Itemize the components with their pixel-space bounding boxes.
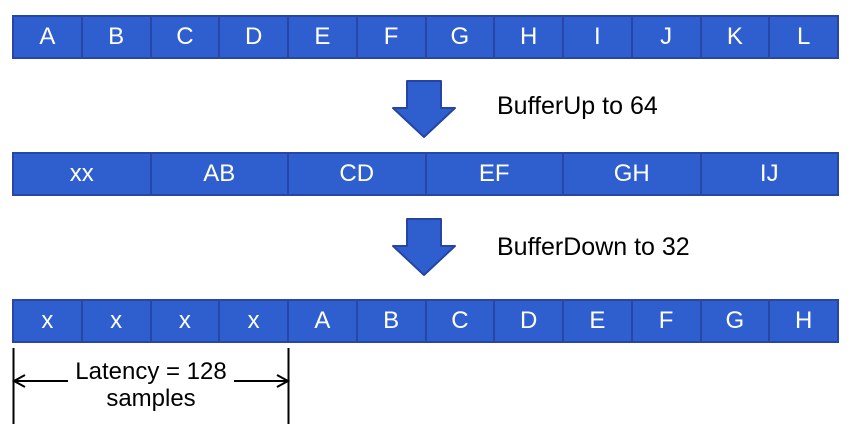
- buffer-cell: x: [83, 301, 152, 341]
- buffer-cell: K: [702, 17, 771, 57]
- latency-label-line1: Latency = 128: [75, 358, 227, 385]
- latency-label-line2: samples: [106, 385, 196, 412]
- latency-label: Latency = 128 samples: [50, 358, 252, 412]
- down-arrow-shape: [392, 218, 456, 276]
- down-arrow-icon: [392, 80, 456, 138]
- bufferdown-label: BufferDown to 32: [497, 233, 690, 261]
- buffer-row-input: A B C D E F G H I J K L: [12, 15, 839, 59]
- buffer-cell: CD: [289, 154, 427, 194]
- down-arrow-shape: [392, 80, 456, 138]
- buffer-cell: IJ: [759, 160, 779, 187]
- buffer-cell: B: [83, 17, 152, 57]
- buffer-row-down: x x x x A B C D E F G H: [12, 299, 839, 343]
- latency-measure-lines: [11, 348, 291, 424]
- buffer-cell: F: [633, 301, 702, 341]
- buffer-cell: x: [152, 301, 221, 341]
- buffer-cell: G: [427, 17, 496, 57]
- buffer-cell: F: [358, 17, 427, 57]
- buffer-cell: x: [220, 301, 289, 341]
- buffer-cell: H: [794, 307, 813, 334]
- buffer-cell: H: [495, 17, 564, 57]
- latency-arrowhead-right: [276, 374, 291, 388]
- buffer-cell: E: [564, 301, 633, 341]
- buffer-cell: D: [495, 301, 564, 341]
- buffer-cell: B: [358, 301, 427, 341]
- buffer-cell: J: [633, 17, 702, 57]
- buffer-cell: A: [289, 301, 358, 341]
- down-arrow-icon: [392, 218, 456, 276]
- buffer-cell: L: [796, 23, 811, 50]
- buffer-cell: C: [427, 301, 496, 341]
- buffer-cell: I: [564, 17, 633, 57]
- buffer-cell: D: [220, 17, 289, 57]
- bufferup-label: BufferUp to 64: [497, 92, 658, 120]
- buffer-cell: GH: [564, 154, 702, 194]
- buffer-cell: E: [289, 17, 358, 57]
- buffer-cell: C: [152, 17, 221, 57]
- buffer-cell: G: [702, 301, 771, 341]
- buffer-cell: AB: [152, 154, 289, 194]
- buffer-cell: xx: [14, 154, 152, 194]
- buffer-cell: EF: [427, 154, 564, 194]
- buffer-cell: x: [14, 301, 83, 341]
- latency-arrowhead-left: [11, 374, 26, 388]
- buffer-row-up: xx AB CD EF GH IJ: [12, 152, 839, 196]
- buffer-cell: A: [14, 17, 83, 57]
